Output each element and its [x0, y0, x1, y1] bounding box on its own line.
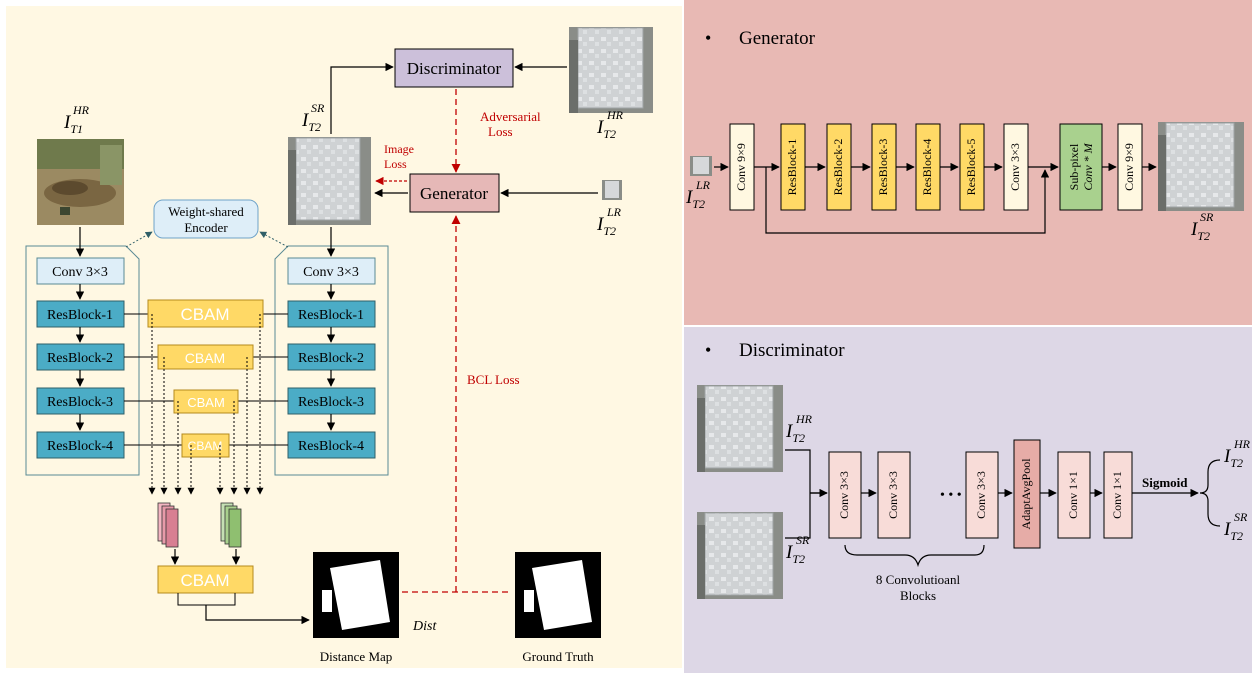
cbam-label-fusion: CBAM — [180, 571, 229, 590]
svg-text:SR: SR — [1234, 510, 1248, 524]
disc-sigmoid-label: Sigmoid — [1142, 475, 1188, 490]
gen-resblock-5: ResBlock-5 — [960, 124, 984, 210]
disc-brace-label-1: 8 Convolutioanl — [876, 572, 961, 587]
svg-text:Conv 3×3: Conv 3×3 — [837, 471, 851, 519]
image-loss-label-1: Image — [384, 142, 414, 156]
gen-block-subpixel: Sub-pixel Conv * M — [1060, 124, 1102, 210]
distance-map-label: Distance Map — [320, 649, 393, 664]
svg-text:Conv 9×9: Conv 9×9 — [734, 143, 748, 191]
conv-label-right: Conv 3×3 — [303, 265, 359, 280]
disc-block-conv3-1: Conv 3×3 — [829, 452, 861, 538]
feature-stack-t1 — [158, 503, 178, 547]
distance-map-image — [313, 552, 399, 638]
resblock-1-left-label: ResBlock-1 — [47, 308, 113, 323]
disc-hr-input-image — [697, 385, 783, 472]
gen-lr-input — [690, 156, 712, 176]
cbam-label-2: CBAM — [185, 350, 225, 366]
svg-text:AdaptAvgPool: AdaptAvgPool — [1019, 458, 1033, 530]
encoder-label-1: Weight-shared — [168, 204, 244, 219]
gen-resblock-3: ResBlock-3 — [872, 124, 896, 210]
cbam-label-4: CBAM — [188, 439, 223, 453]
gen-block-conv9-2: Conv 9×9 — [1118, 124, 1142, 210]
svg-text:SR: SR — [1200, 210, 1214, 224]
svg-text:Conv * M: Conv * M — [1081, 142, 1095, 190]
svg-text:LR: LR — [606, 205, 622, 219]
resblock-3-right-label: ResBlock-3 — [298, 395, 364, 410]
svg-text:Conv 3×3: Conv 3×3 — [1008, 143, 1022, 191]
disc-block-conv1-2: Conv 1×1 — [1104, 452, 1132, 538]
disc-brace-label-2: Blocks — [900, 588, 936, 603]
bcl-loss-label: BCL Loss — [467, 372, 520, 387]
feature-stack-t2 — [221, 503, 241, 547]
discriminator-heading: Discriminator — [739, 340, 845, 361]
gen-resblock-1: ResBlock-1 — [781, 124, 805, 210]
ground-truth-image — [515, 552, 601, 638]
svg-text:SR: SR — [311, 101, 325, 115]
ground-truth-label: Ground Truth — [522, 649, 594, 664]
resblock-2-left-label: ResBlock-2 — [47, 351, 113, 366]
gen-resblock-4: ResBlock-4 — [916, 124, 940, 210]
t2-hr-image-top — [569, 27, 653, 113]
disc-block-conv1-1: Conv 1×1 — [1058, 452, 1090, 538]
generator-bullet: • — [705, 28, 711, 48]
discriminator-label: Discriminator — [407, 59, 502, 78]
svg-text:Conv 1×1: Conv 1×1 — [1110, 471, 1124, 519]
gen-resblock-2: ResBlock-2 — [827, 124, 851, 210]
cbam-label-3: CBAM — [187, 395, 225, 410]
adversarial-loss-label-1: Adversarial — [480, 109, 541, 124]
resblock-4-left-label: ResBlock-4 — [47, 439, 113, 454]
t1-hr-image — [37, 139, 124, 225]
adversarial-loss-label-2: Loss — [488, 124, 513, 139]
svg-text:SR: SR — [796, 533, 810, 547]
svg-text:Conv 1×1: Conv 1×1 — [1066, 471, 1080, 519]
t2-sr-image — [288, 137, 371, 225]
resblock-2-right-label: ResBlock-2 — [298, 351, 364, 366]
resblock-1-right-label: ResBlock-1 — [298, 308, 364, 323]
resblock-3-left-label: ResBlock-3 — [47, 395, 113, 410]
disc-block-conv3-2: Conv 3×3 — [878, 452, 910, 538]
dist-label: Dist — [412, 619, 437, 634]
svg-text:HR: HR — [72, 103, 90, 117]
conv-label-left: Conv 3×3 — [52, 265, 108, 280]
discriminator-bullet: • — [705, 340, 711, 360]
disc-sr-input-image — [697, 512, 783, 599]
generator-heading: Generator — [739, 28, 816, 49]
svg-text:Conv 9×9: Conv 9×9 — [1122, 143, 1136, 191]
svg-text:HR: HR — [795, 412, 813, 426]
encoder-label-2: Encoder — [184, 220, 228, 235]
t2-lr-image — [602, 180, 622, 200]
disc-ellipsis: • • • — [940, 488, 962, 503]
gen-sr-output-image — [1158, 122, 1244, 211]
generator-label: Generator — [420, 184, 488, 203]
resblock-4-right-label: ResBlock-4 — [298, 439, 364, 454]
svg-text:ResBlock-5: ResBlock-5 — [964, 139, 978, 196]
svg-text:ResBlock-2: ResBlock-2 — [831, 139, 845, 196]
svg-text:LR: LR — [695, 178, 711, 192]
svg-text:ResBlock-4: ResBlock-4 — [920, 139, 934, 196]
disc-block-conv3-3: Conv 3×3 — [966, 452, 998, 538]
svg-text:HR: HR — [606, 108, 624, 122]
image-loss-label-2: Loss — [384, 157, 407, 171]
cbam-label-1: CBAM — [180, 305, 229, 324]
svg-text:ResBlock-3: ResBlock-3 — [876, 139, 890, 196]
svg-text:Sub-pixel: Sub-pixel — [1067, 143, 1081, 190]
svg-text:Conv 3×3: Conv 3×3 — [886, 471, 900, 519]
disc-block-adaptavgpool: AdaptAvgPool — [1014, 440, 1040, 548]
svg-text:ResBlock-1: ResBlock-1 — [785, 139, 799, 196]
svg-text:Conv 3×3: Conv 3×3 — [974, 471, 988, 519]
gen-block-conv3: Conv 3×3 — [1004, 124, 1028, 210]
svg-text:HR: HR — [1233, 437, 1251, 451]
gen-block-conv9-1: Conv 9×9 — [730, 124, 754, 210]
